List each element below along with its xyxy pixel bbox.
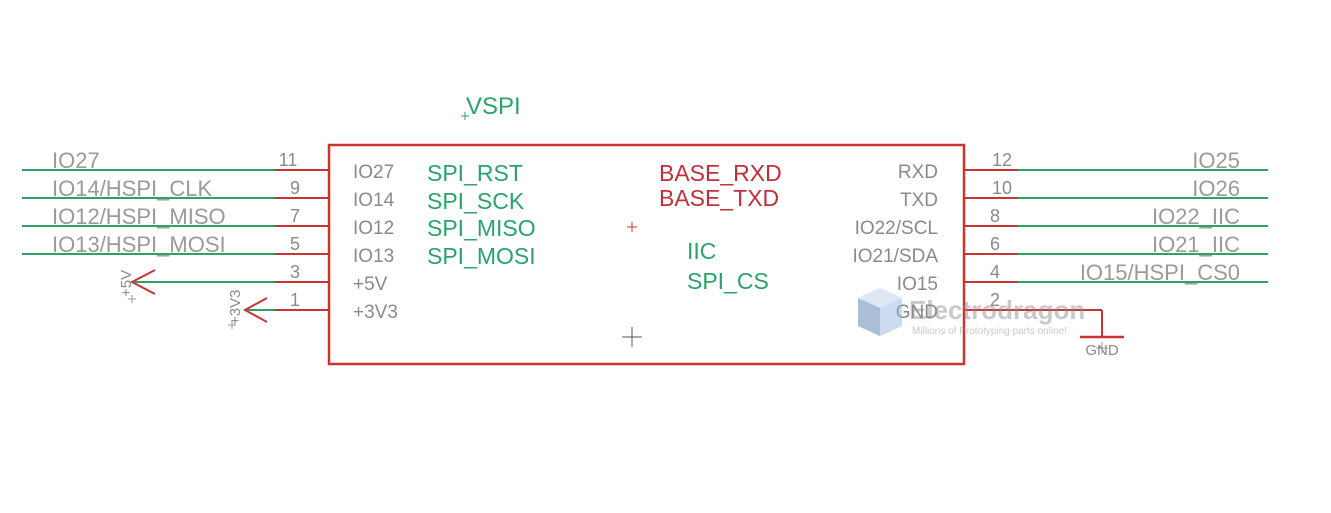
label-spi-miso: SPI_MISO — [427, 215, 536, 241]
pin-number: 5 — [290, 234, 300, 254]
electrodragon-logo-icon — [858, 288, 902, 336]
power-arrow-icon — [242, 297, 268, 323]
power-symbol-label: +3V3 — [227, 290, 244, 325]
net-label: IO25 — [1192, 148, 1240, 173]
left-pin-4[interactable]: IO13/HSPI_MOSI 5 IO13 — [22, 232, 394, 267]
right-pin-4[interactable]: 6 IO21/SDA IO21_IIC — [852, 232, 1268, 267]
pin-number: 1 — [290, 290, 300, 310]
pin-number: 12 — [992, 150, 1012, 170]
right-pin-1[interactable]: 12 RXD IO25 — [898, 148, 1268, 183]
left-pin-6[interactable]: +3V3 1 +3V3 — [227, 290, 398, 329]
pin-name: IO22/SCL — [855, 218, 938, 239]
gnd-label: GND — [1085, 342, 1119, 359]
pin-number: 7 — [290, 206, 300, 226]
pin-number: 8 — [990, 206, 1000, 226]
pin-name: IO21/SDA — [852, 246, 938, 267]
pin-name: IO27 — [353, 162, 394, 183]
right-pin-3[interactable]: 8 IO22/SCL IO22_IIC — [855, 204, 1268, 239]
label-base-txd: BASE_TXD — [659, 185, 779, 211]
electrodragon-watermark: Electrodragon Millions of Prototyping pa… — [858, 288, 1085, 337]
origin-cross-red — [627, 222, 637, 232]
pin-number: 9 — [290, 178, 300, 198]
watermark-brand: Electrodragon — [909, 295, 1085, 325]
pin-number: 2 — [990, 290, 1000, 310]
pin-name: IO15 — [897, 274, 938, 295]
pin-name: TXD — [900, 190, 938, 211]
power-arrow-icon — [129, 269, 156, 295]
pin-name: GND — [896, 302, 938, 323]
left-pin-1[interactable]: IO27 11 IO27 — [22, 148, 394, 183]
label-base-rxd: BASE_RXD — [659, 160, 782, 186]
right-pin-5[interactable]: 4 IO15 IO15/HSPI_CS0 — [897, 260, 1268, 295]
label-spi-cs: SPI_CS — [687, 268, 769, 294]
vspi-title-group: VSPI — [461, 93, 521, 120]
label-iic: IIC — [687, 238, 716, 264]
pin-number: 10 — [992, 178, 1012, 198]
left-pin-3[interactable]: IO12/HSPI_MISO 7 IO12 — [22, 204, 394, 239]
pin-name: +3V3 — [353, 302, 398, 323]
pin-name: IO13 — [353, 246, 394, 267]
net-label: IO12/HSPI_MISO — [52, 204, 226, 229]
net-label: IO14/HSPI_CLK — [52, 176, 213, 201]
gnd-symbol[interactable]: GND — [1080, 310, 1124, 359]
pin-number: 6 — [990, 234, 1000, 254]
net-label: IO27 — [52, 148, 100, 173]
label-spi-mosi: SPI_MOSI — [427, 243, 536, 269]
origin-cross-gray — [622, 327, 642, 347]
label-spi-rst: SPI_RST — [427, 160, 523, 186]
net-label: IO22_IIC — [1152, 204, 1240, 229]
vspi-title: VSPI — [466, 93, 521, 120]
pin-name: +5V — [353, 274, 388, 295]
net-label: IO13/HSPI_MOSI — [52, 232, 226, 257]
net-label: IO26 — [1192, 176, 1240, 201]
power-symbol-label: +5V — [118, 270, 135, 297]
right-pin-2[interactable]: 10 TXD IO26 — [900, 176, 1268, 211]
pin-number: 4 — [990, 262, 1000, 282]
right-pin-6[interactable]: 2 GND — [896, 290, 1102, 323]
pin-number: 3 — [290, 262, 300, 282]
label-spi-sck: SPI_SCK — [427, 188, 525, 214]
left-pin-2[interactable]: IO14/HSPI_CLK 9 IO14 — [22, 176, 395, 211]
pin-name: IO12 — [353, 218, 394, 239]
left-pin-5[interactable]: +5V 3 +5V — [118, 262, 388, 303]
net-label: IO15/HSPI_CS0 — [1080, 260, 1240, 285]
net-label: IO21_IIC — [1152, 232, 1240, 257]
watermark-tagline: Millions of Prototyping parts online! — [912, 326, 1067, 337]
pin-number: 11 — [279, 150, 298, 170]
pin-name: IO14 — [353, 190, 395, 211]
pin-name: RXD — [898, 162, 938, 183]
